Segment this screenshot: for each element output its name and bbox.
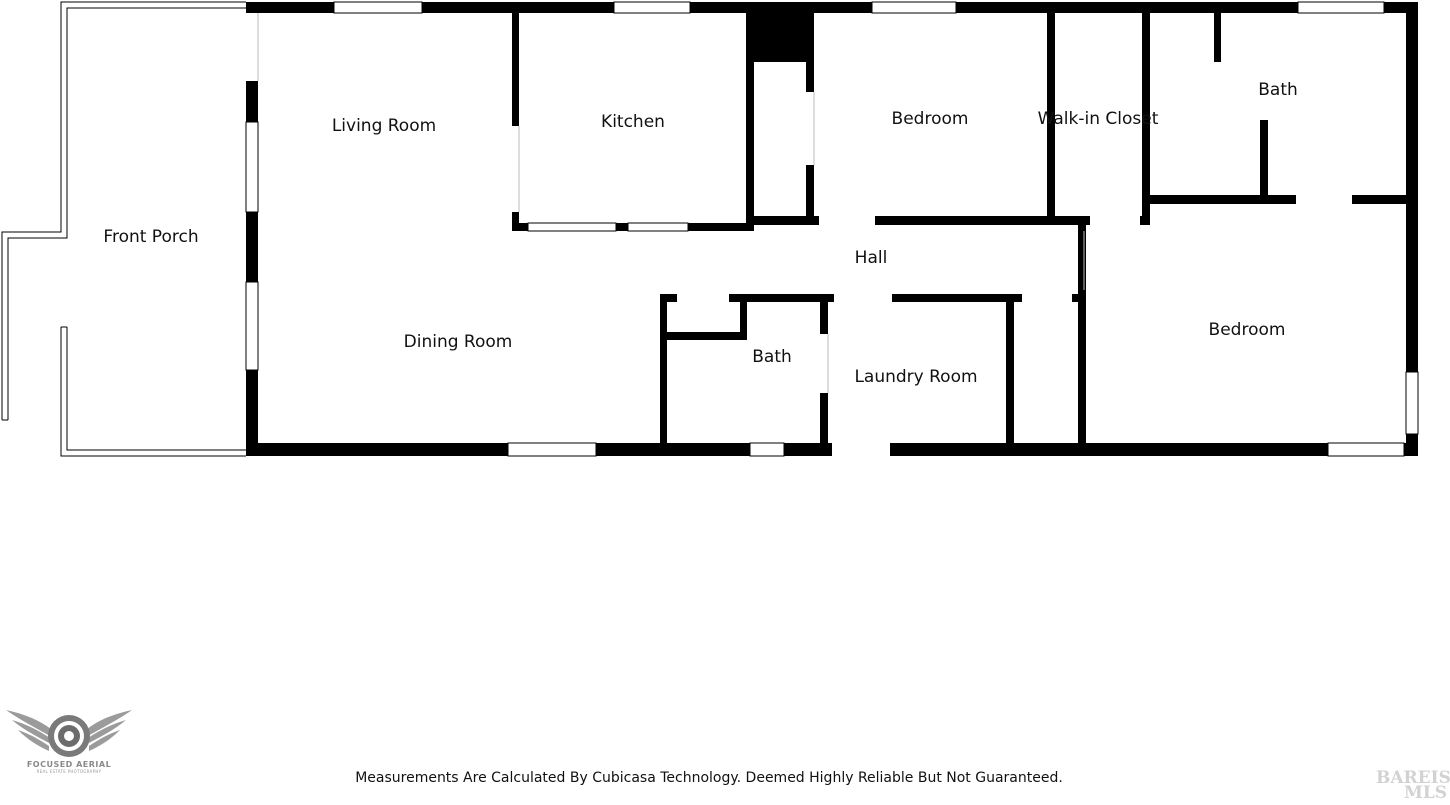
- mls-watermark: BAREIS MLS: [1376, 768, 1450, 804]
- porch-outline: [1, 1, 246, 457]
- door-opening-edges: [257, 13, 1085, 393]
- room-label-living-room: Living Room: [332, 116, 436, 136]
- camera-lens-icon: [48, 715, 90, 757]
- walls: [246, 2, 1418, 456]
- watermark-line-2: MLS: [1404, 783, 1448, 803]
- room-label-bedroom-upper: Bedroom: [892, 109, 969, 129]
- room-label-dining-room: Dining Room: [404, 332, 513, 352]
- room-label-laundry-room: Laundry Room: [854, 367, 977, 387]
- logo-tagline: REAL ESTATE PHOTOGRAPHY: [36, 769, 102, 774]
- room-label-bath-lower: Bath: [752, 347, 792, 367]
- room-label-front-porch: Front Porch: [103, 227, 198, 247]
- room-label-bath-upper: Bath: [1258, 80, 1298, 100]
- measurement-disclaimer: Measurements Are Calculated By Cubicasa …: [355, 770, 1063, 786]
- windows: [245, 1, 1419, 457]
- room-label-bedroom-lower: Bedroom: [1209, 320, 1286, 340]
- room-label-walk-in-closet: Walk-in Closet: [1038, 109, 1159, 129]
- room-label-kitchen: Kitchen: [601, 112, 665, 132]
- focused-aerial-logo: [6, 710, 132, 757]
- wing-left-icon: [6, 710, 52, 751]
- room-label-hall: Hall: [855, 248, 888, 268]
- door-openings: [246, 13, 1352, 456]
- watermark-line-1: BAREIS: [1376, 768, 1450, 788]
- logo-name: FOCUSED AERIAL: [26, 760, 112, 769]
- wing-right-icon: [86, 710, 132, 751]
